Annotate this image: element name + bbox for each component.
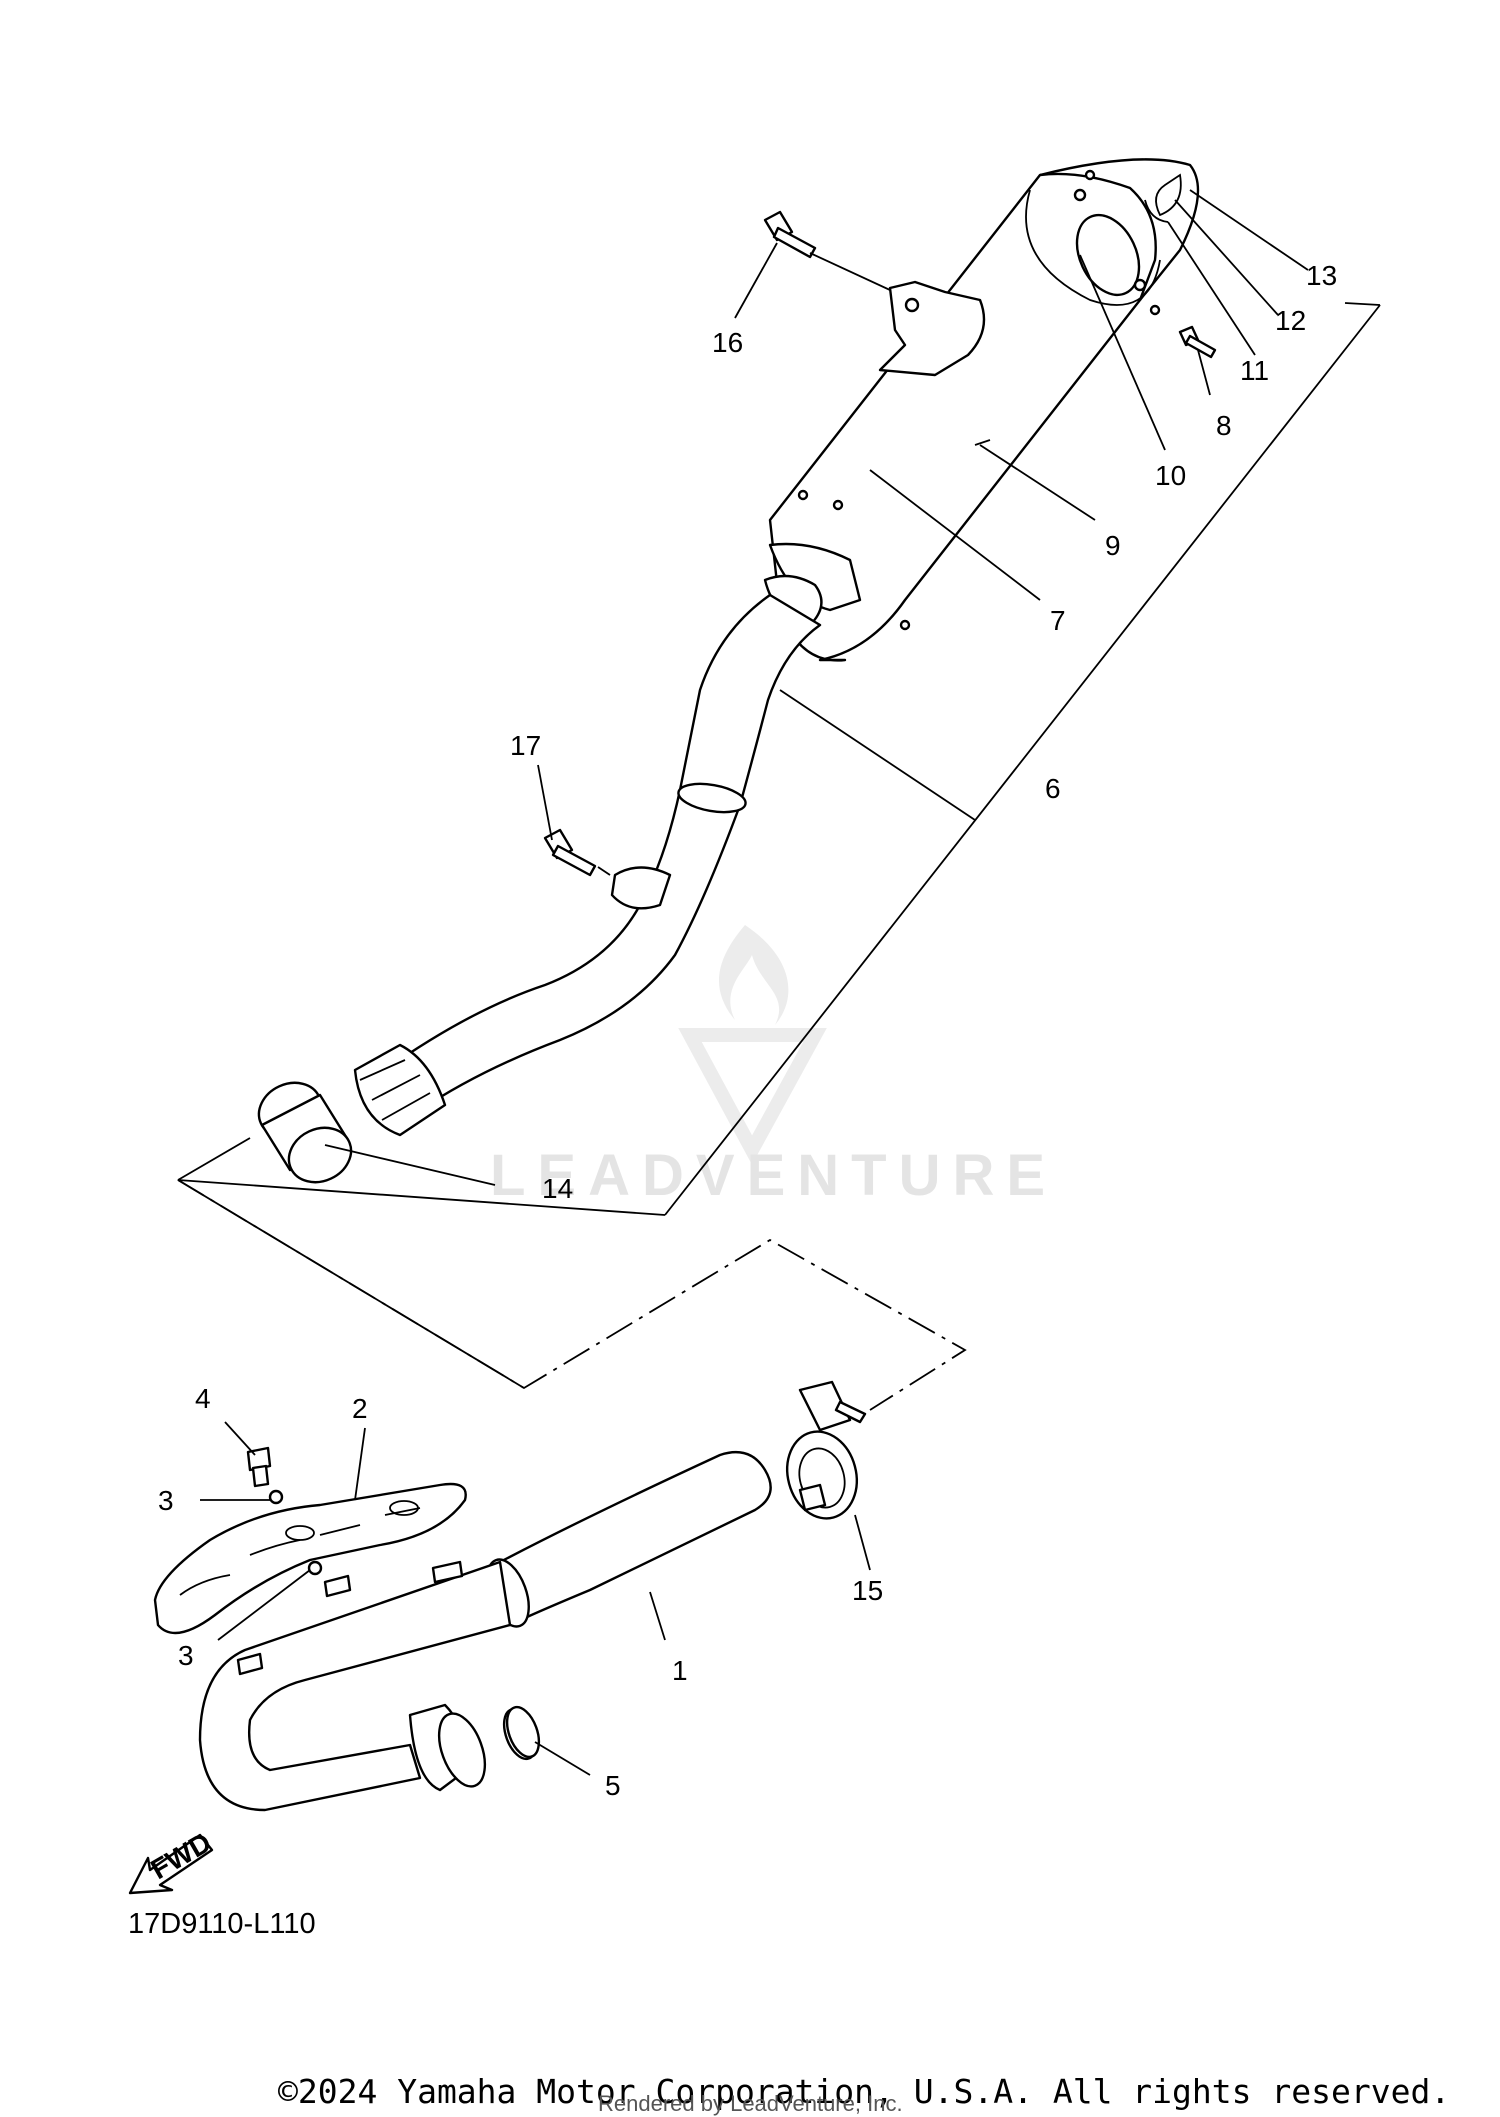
exhaust-clamp [786, 1380, 867, 1520]
callout-5: 5 [605, 1770, 621, 1801]
callout-11: 11 [1240, 355, 1269, 386]
callout-14: 14 [542, 1173, 573, 1204]
callout-6: 6 [1045, 773, 1061, 804]
leader-lines [177, 189, 1381, 1776]
callout-3-lower: 3 [178, 1640, 194, 1671]
heat-shield [153, 1446, 467, 1635]
callout-3-upper: 3 [158, 1485, 174, 1516]
fwd-arrow-icon: FWD [128, 1826, 217, 1895]
callout-17: 17 [510, 730, 541, 761]
callout-2: 2 [352, 1393, 368, 1424]
watermark-text: LEADVENTURE [490, 1143, 1057, 1208]
upper-assembly-frame [177, 304, 1381, 1411]
callout-8: 8 [1216, 410, 1232, 441]
callout-1: 1 [672, 1655, 688, 1686]
watermark: LEADVENTURE [490, 925, 1057, 1208]
mid-pipe [257, 593, 822, 1184]
callout-13: 13 [1306, 260, 1337, 291]
callout-7: 7 [1050, 605, 1066, 636]
callout-16: 16 [712, 327, 743, 358]
fwd-label: FWD [146, 1826, 217, 1885]
callout-12: 12 [1275, 305, 1306, 336]
callout-9: 9 [1105, 530, 1121, 561]
copyright-notice: ©2024 Yamaha Motor Corporation, U.S.A. A… [278, 2072, 1451, 2111]
gasket [505, 1705, 541, 1759]
diagram-code: 17D9110-L110 [128, 1908, 316, 1940]
callouts: 1 2 3 3 4 5 6 7 8 9 10 11 12 13 14 15 16… [158, 260, 1337, 1801]
callout-15: 15 [852, 1575, 883, 1606]
callout-10: 10 [1155, 460, 1186, 491]
rendered-by: Rendered by LeadVenture, Inc. [598, 2091, 903, 2116]
exhaust-header [198, 1450, 772, 1812]
callout-4: 4 [195, 1383, 211, 1414]
muffler-body [763, 158, 1200, 662]
